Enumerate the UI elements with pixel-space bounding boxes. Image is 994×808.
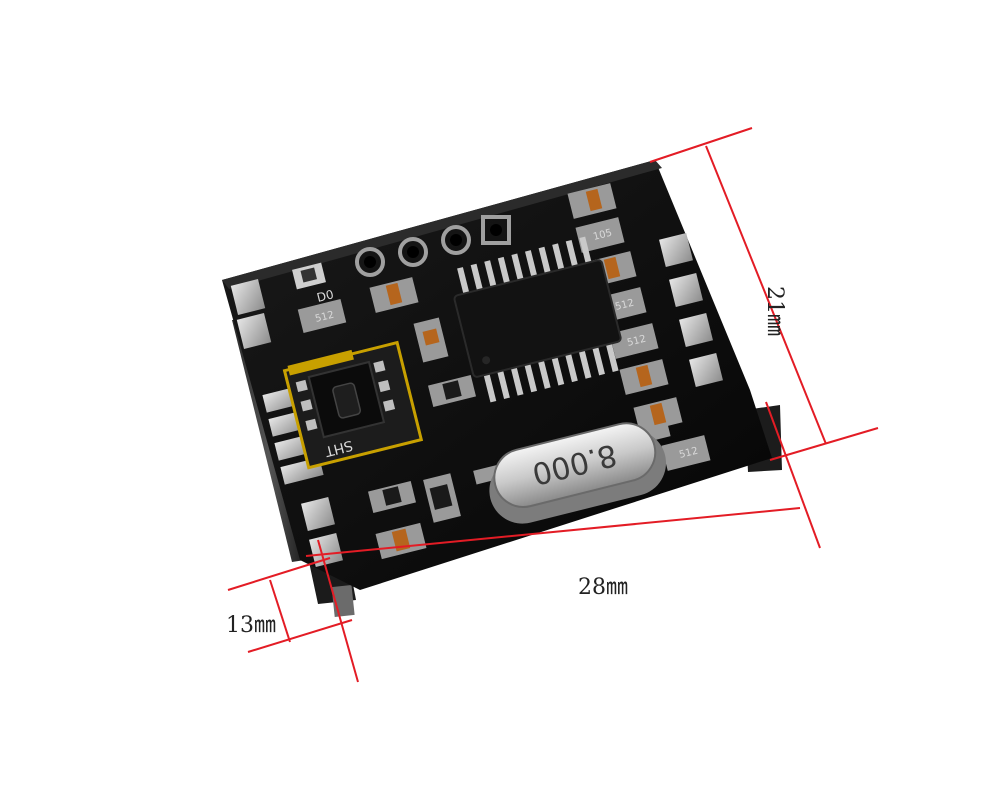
- thickness-ext-top: [227, 557, 331, 591]
- main-ic: [453, 236, 622, 403]
- right-header-pads: [659, 233, 723, 387]
- thickness-ext-bottom: [247, 619, 353, 653]
- height-ext-top: [649, 127, 753, 163]
- led-d0: D0: [292, 262, 335, 305]
- ic-bottom-pins: [483, 341, 619, 403]
- ic-top-pins: [457, 236, 593, 298]
- led-label: D0: [315, 287, 335, 305]
- height-label: 21㎜: [762, 286, 787, 336]
- sensor-label: SHT: [323, 437, 354, 459]
- length-ext-right: [765, 401, 821, 549]
- left-smd-parts: 512: [297, 277, 477, 560]
- ic-body: [453, 259, 622, 378]
- crystal-oscillator: 8.000: [473, 422, 671, 524]
- resistor-code-1: 105: [592, 228, 613, 243]
- top-header-holes: [355, 215, 511, 277]
- thickness-label: 13㎜: [226, 613, 276, 638]
- length-dim-line: [305, 507, 801, 557]
- resistor-code-5: 512: [314, 310, 335, 325]
- height-dim-line: [705, 145, 827, 445]
- dimension-lines: [227, 127, 879, 683]
- right-smd-column: 105 512 512 512: [567, 183, 711, 471]
- length-label: 28㎜: [578, 575, 628, 600]
- sht-sensor: SHT: [282, 340, 424, 470]
- length-ext-left: [317, 539, 359, 683]
- resistor-code-3: 512: [626, 334, 647, 349]
- resistor-code-2: 512: [614, 298, 635, 313]
- thickness-dim-line: [269, 579, 291, 643]
- resistor-code-4: 512: [678, 446, 699, 461]
- crystal-can: [493, 422, 657, 508]
- height-ext-bottom: [769, 427, 879, 461]
